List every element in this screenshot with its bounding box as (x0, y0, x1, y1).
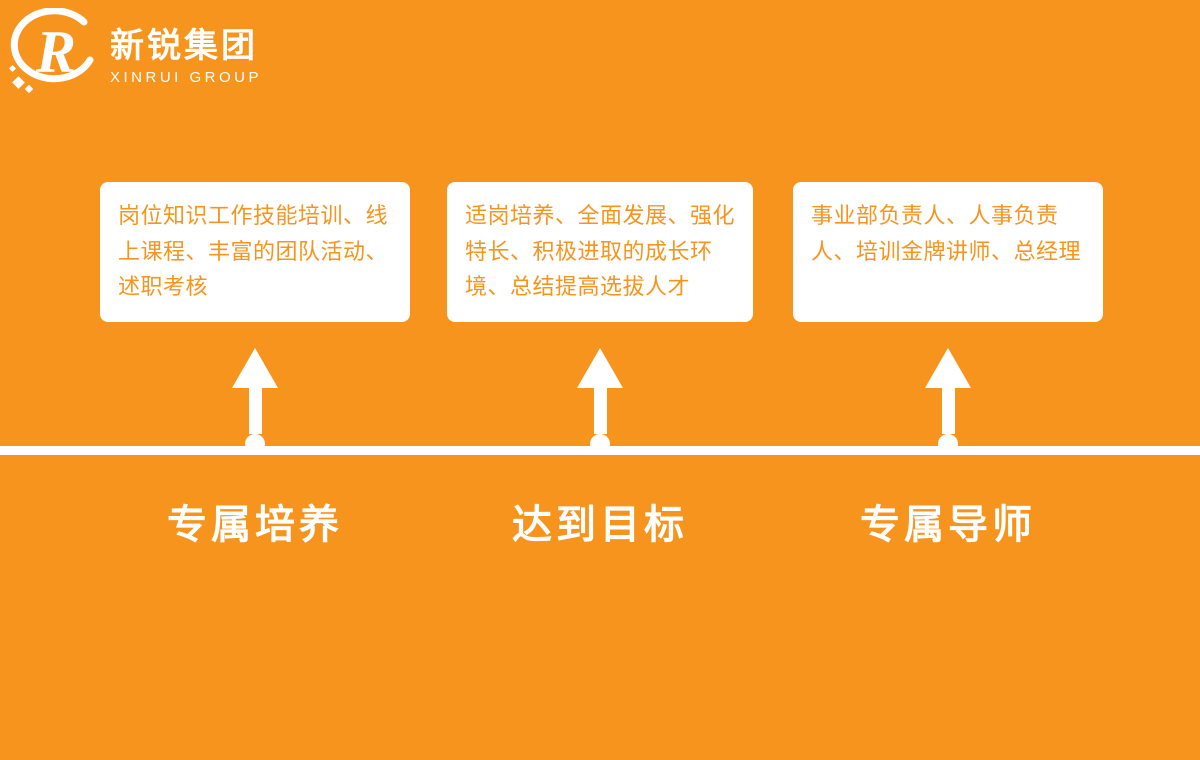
logo-r-icon: R (8, 8, 94, 94)
info-card-1-text: 岗位知识工作技能培训、线上课程、丰富的团队活动、述职考核 (118, 203, 389, 300)
up-arrow-shaft (593, 388, 607, 434)
info-card-2: 适岗培养、全面发展、强化特长、积极进取的成长环境、总结提高选拔人才 (447, 182, 753, 322)
timeline-node-2 (590, 434, 610, 454)
up-arrow-shaft (941, 388, 955, 434)
up-arrow-icon (925, 348, 971, 388)
up-arrow-shaft (248, 388, 262, 434)
logo-text: 新锐集团 XINRUI GROUP (110, 22, 262, 86)
timeline-node-3 (938, 434, 958, 454)
info-card-3-text: 事业部负责人、人事负责人、培训金牌讲师、总经理 (811, 203, 1082, 264)
timeline-node-1 (245, 434, 265, 454)
info-card-2-text: 适岗培养、全面发展、强化特长、积极进取的成长环境、总结提高选拔人才 (465, 203, 736, 300)
up-arrow-icon (232, 348, 278, 388)
info-card-1: 岗位知识工作技能培训、线上课程、丰富的团队活动、述职考核 (100, 182, 410, 322)
timeline-label-2: 达到目标 (512, 503, 688, 547)
timeline-item-2: 适岗培养、全面发展、强化特长、积极进取的成长环境、总结提高选拔人才 达到目标 (447, 182, 753, 550)
logo: R 新锐集团 XINRUI GROUP (6, 8, 262, 100)
timeline-item-3: 事业部负责人、人事负责人、培训金牌讲师、总经理 专属导师 (793, 182, 1103, 550)
svg-text:R: R (35, 19, 76, 85)
info-card-3: 事业部负责人、人事负责人、培训金牌讲师、总经理 (793, 182, 1103, 322)
timeline-label-1: 专属培养 (167, 503, 343, 547)
timeline-item-1: 岗位知识工作技能培训、线上课程、丰富的团队活动、述职考核 专属培养 (100, 182, 410, 550)
timeline-label-3: 专属导师 (860, 503, 1036, 547)
logo-name-cn: 新锐集团 (110, 26, 258, 65)
logo-name-en: XINRUI GROUP (110, 69, 263, 87)
up-arrow-icon (577, 348, 623, 388)
